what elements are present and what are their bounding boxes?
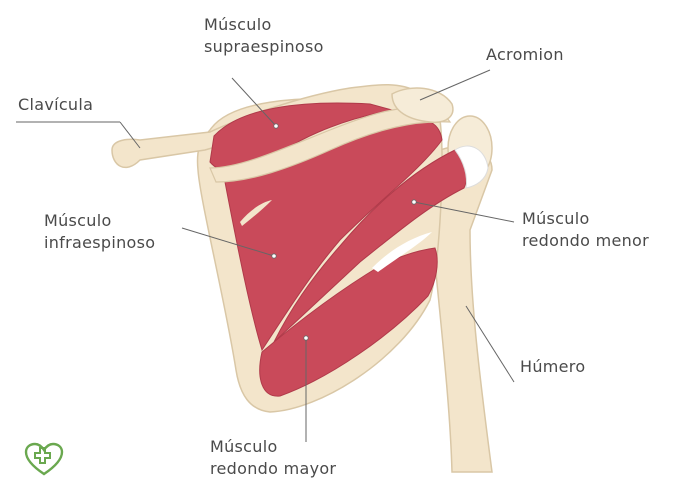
label-supraespinoso-line1: Músculo: [204, 14, 324, 36]
label-redondo-mayor: Músculo redondo mayor: [210, 436, 336, 480]
label-supraespinoso: Músculo supraespinoso: [204, 14, 324, 58]
label-humero: Húmero: [520, 356, 585, 378]
label-redondo-mayor-line2: redondo mayor: [210, 458, 336, 480]
label-supraespinoso-line2: supraespinoso: [204, 36, 324, 58]
label-redondo-menor: Músculo redondo menor: [522, 208, 649, 252]
label-infraespinoso-line1: Músculo: [44, 210, 155, 232]
leader-dot-supraespinoso: [274, 124, 278, 128]
label-acromion: Acromion: [486, 44, 564, 66]
label-infraespinoso-line2: infraespinoso: [44, 232, 155, 254]
leader-line-acromion: [420, 70, 490, 100]
label-redondo-menor-line1: Músculo: [522, 208, 649, 230]
label-infraespinoso: Músculo infraespinoso: [44, 210, 155, 254]
heart-cross-logo-icon: [24, 442, 64, 476]
leader-dot-infraespinoso: [272, 254, 276, 258]
label-redondo-mayor-line1: Músculo: [210, 436, 336, 458]
label-redondo-menor-line2: redondo menor: [522, 230, 649, 252]
leader-dot-redondo-menor: [412, 200, 416, 204]
label-clavicula: Clavícula: [18, 94, 93, 116]
leader-dot-redondo-mayor: [304, 336, 308, 340]
